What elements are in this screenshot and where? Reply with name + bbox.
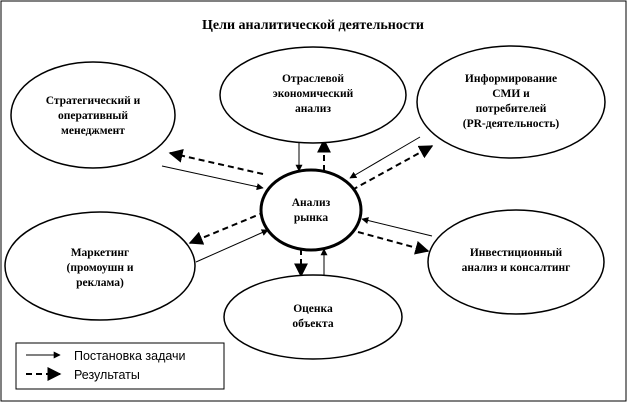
node-industry-line-2: экономический: [273, 88, 354, 100]
diagram-title: Цели аналитической деятельности: [202, 18, 424, 33]
node-center: Анализ рынка: [259, 168, 363, 252]
legend-result-label: Результаты: [74, 368, 140, 382]
node-assessment: Оценка объекта: [223, 274, 403, 360]
node-informing-line-4: (PR-деятельность): [463, 118, 560, 130]
node-investment: Инвестиционный анализ и консалтинг: [427, 209, 605, 315]
legend-task-label: Постановка задачи: [74, 349, 186, 363]
node-marketing-line-3: реклама): [76, 277, 124, 289]
node-assessment-line-1: Оценка: [293, 303, 333, 315]
task-arrow-strategic: [161, 165, 264, 191]
node-marketing: Маркетинг (промоушн и реклама): [4, 211, 196, 321]
node-strategic-line-1: Стратегический и: [46, 95, 141, 107]
result-arrow-marketing: [188, 211, 266, 245]
node-assessment-line-2: объекта: [292, 318, 333, 330]
node-marketing-line-2: (промоушн и: [67, 262, 134, 274]
node-industry: Отраслевой экономический анализ: [219, 46, 407, 144]
node-informing: Информирование СМИ и потребителей (PR-де…: [416, 45, 606, 159]
node-industry-line-1: Отраслевой: [282, 73, 344, 85]
node-marketing-line-1: Маркетинг: [71, 247, 130, 259]
legend-box: [15, 342, 225, 390]
legend: Постановка задачи Результаты: [15, 342, 225, 390]
node-strategic: Стратегический и оперативный менеджмент: [10, 61, 176, 169]
task-arrow-investment: [361, 217, 433, 237]
result-arrow-informing: [351, 145, 434, 191]
task-arrow-marketing: [195, 229, 269, 263]
task-arrow-informing: [349, 136, 421, 179]
node-informing-line-3: потребителей: [476, 103, 547, 115]
node-center-line-1: Анализ: [292, 197, 331, 209]
node-informing-line-2: СМИ и: [492, 88, 530, 100]
node-industry-line-3: анализ: [295, 103, 331, 115]
node-investment-line-1: Инвестиционный: [470, 247, 563, 259]
node-center-line-2: рынка: [294, 212, 328, 224]
result-arrow-investment: [357, 231, 430, 255]
node-informing-line-1: Информирование: [465, 73, 557, 85]
result-arrow-strategic: [168, 148, 264, 175]
node-strategic-line-3: менеджмент: [61, 125, 125, 137]
node-strategic-line-2: оперативный: [58, 110, 128, 122]
node-investment-line-2: анализ и консалтинг: [462, 262, 571, 274]
